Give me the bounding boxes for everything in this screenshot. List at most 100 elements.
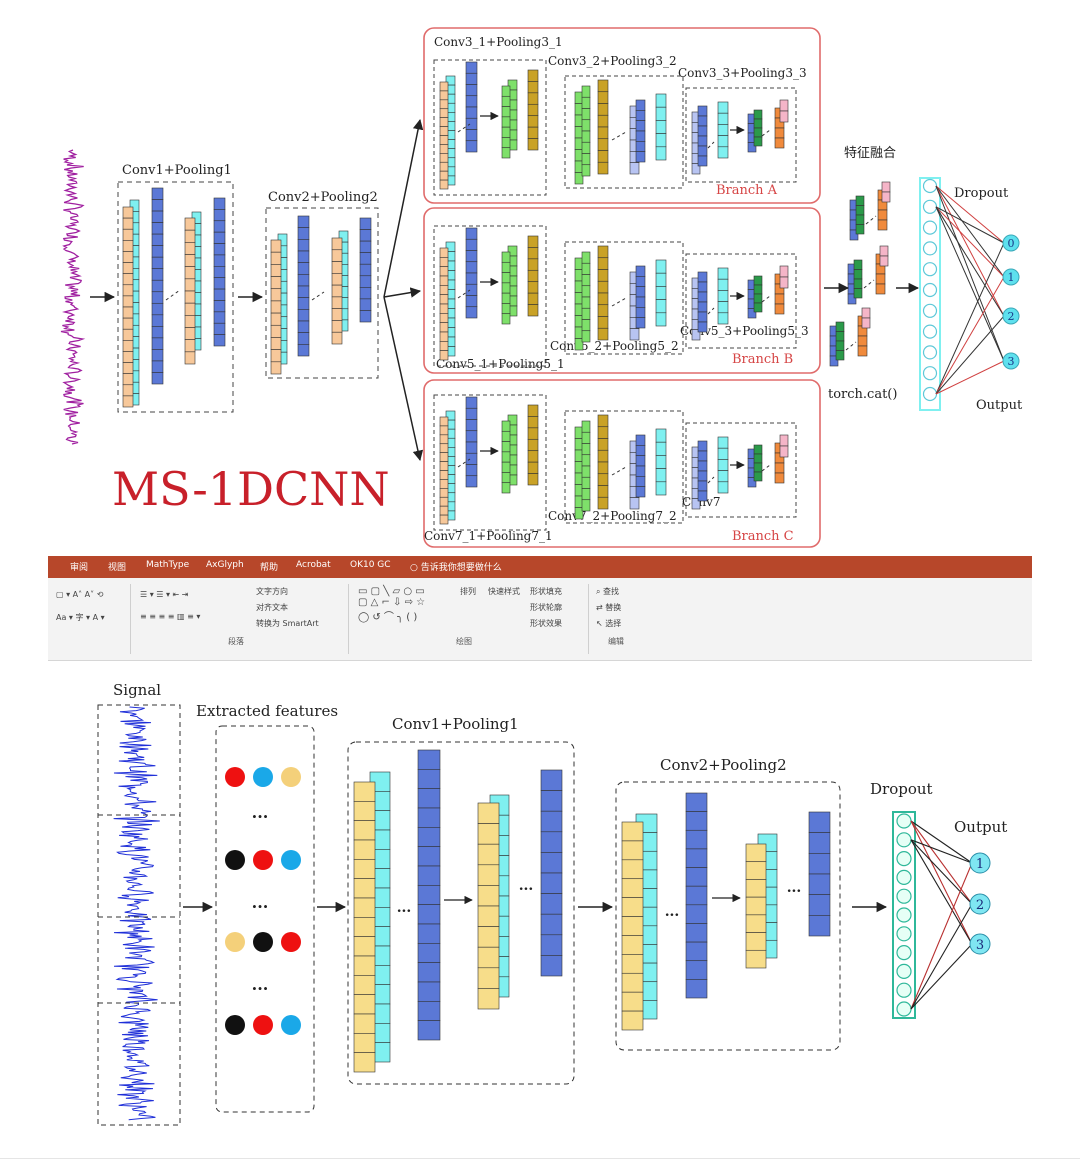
green-stack-cell [581, 119, 591, 132]
lavender-stack [691, 446, 701, 510]
tab-mathtype[interactable]: MathType [146, 560, 190, 570]
blue-stack-cell [697, 145, 708, 157]
orange-stack-cell [439, 303, 449, 314]
gold-stack-cell [527, 235, 539, 248]
green-stack-cell [501, 95, 511, 107]
signal-waveform [98, 706, 180, 1121]
align-text-button[interactable]: 对齐文本 [256, 603, 288, 612]
gold-stack-cell [527, 69, 539, 82]
blue-stack-cell [808, 873, 831, 895]
text-direction-button[interactable]: 文字方向 [256, 587, 288, 596]
cyan-stack-cell [655, 299, 667, 314]
pink-stack-cell [779, 445, 789, 458]
dropout-neuron [922, 178, 938, 194]
blue-stack-cell [697, 271, 708, 283]
tell-me-search[interactable]: ○ 告诉我你想要做什么 [410, 560, 502, 573]
select-button[interactable]: ↖ 选择 [596, 618, 621, 629]
output-neuron [1002, 352, 1020, 370]
align-buttons[interactable]: ≡ ≡ ≡ ≡ ▥ ≡ ▾ [140, 612, 201, 621]
orange-stack-cell [122, 328, 134, 341]
blue-stack-cell [417, 1001, 441, 1021]
blue-stack-cell [635, 465, 646, 477]
orange-dark-stack-cell [774, 293, 785, 305]
blue-stack-cell [685, 904, 708, 924]
blue-stack-cell [747, 308, 757, 319]
orange-stack-cell [439, 81, 449, 92]
ellipsis-connector [865, 215, 877, 225]
bottom-dropout-label: Dropout [870, 780, 933, 798]
blue-stack-cell [297, 227, 310, 240]
orange-stack-cell [122, 262, 134, 274]
font-size-box[interactable]: ▢ ▾ A˄ A˅ ⟲ [56, 590, 104, 599]
gold-stack-cell [527, 461, 539, 474]
orange-dark-stack-cell [774, 462, 785, 474]
shapes-gallery[interactable]: ▭ ▢ ╲ ▱ ○ ▭▢ △ ⌐ ⇩ ⇨ ☆◯ ↺ ⌒ ╮ ( ) [358, 586, 426, 623]
blue-stack-cell [465, 452, 478, 465]
ppt-ribbon: 审阅 视图 MathType AxGlyph 帮助 Acrobat OK10 G… [48, 556, 1032, 661]
output-neuron-label: 0 [1008, 237, 1015, 250]
blue-stack-cell [635, 434, 646, 446]
replace-button[interactable]: ⇄ 替换 [596, 602, 621, 613]
tab-ok10[interactable]: OK10 GC [350, 560, 391, 570]
font-format-row[interactable]: Aa ▾ 字 ▾ A ▾ [56, 613, 105, 622]
tab-help[interactable]: 帮助 [260, 563, 279, 573]
blue-stack-cell [297, 344, 310, 357]
orange-stack-cell [184, 254, 196, 267]
pink-stack [779, 434, 789, 458]
blue-stack-cell [359, 310, 372, 323]
orange-stack-cell [439, 514, 449, 525]
green-stack-cell [581, 307, 591, 320]
orange-stack-cell [439, 266, 449, 277]
yellow-stack-cell [621, 897, 644, 917]
find-button[interactable]: ⌕ 查找 [596, 586, 619, 597]
tab-view[interactable]: 视图 [108, 563, 127, 573]
orange-stack [439, 81, 449, 190]
yellow-stack-cell [621, 878, 644, 898]
green-dark-stack-cell [753, 127, 763, 138]
shape-fill-button[interactable]: 形状填充 [530, 587, 562, 596]
smartart-button[interactable]: 转换为 SmartArt [256, 619, 319, 628]
green-stack-cell [581, 431, 591, 444]
blue-stack-cell [151, 326, 164, 339]
pink-stack-cell [779, 434, 789, 447]
green-dark-stack-cell [855, 214, 865, 225]
blue-stack-cell [297, 215, 310, 228]
gold-stack [597, 79, 609, 175]
orange-stack-cell [122, 251, 134, 263]
green-dark-stack-cell [753, 109, 763, 120]
blue-stack-cell [151, 187, 164, 200]
blue-stack-cell [635, 476, 646, 487]
ellipsis-connector [165, 289, 181, 301]
tab-review[interactable]: 审阅 [70, 563, 89, 573]
gold-stack-cell [597, 304, 609, 317]
arrow-to-branch-a [383, 118, 424, 298]
dropout-neuron [896, 813, 912, 829]
output-neuron-label: 2 [1008, 310, 1015, 323]
cyan-stack-cell [655, 106, 667, 121]
green-dark-stack-cell [835, 340, 845, 351]
shape-effects-button[interactable]: 形状效果 [530, 619, 562, 628]
arrange-button[interactable]: 排列 [460, 587, 476, 596]
blue-stack-cell [697, 480, 708, 492]
blue-stack-cell [697, 440, 708, 452]
blue-stack-cell [540, 769, 563, 791]
branch-b-l1: Conv5_1+Pooling5_1 [436, 357, 565, 371]
cyan-stack [277, 233, 288, 365]
list-buttons[interactable]: ☰ ▾ ☰ ▾ ⇤ ⇥ [140, 590, 189, 599]
fc-connection [935, 185, 1005, 362]
tab-acrobat[interactable]: Acrobat [296, 560, 331, 570]
gold-stack-cell [597, 79, 609, 93]
fc-connection [910, 903, 973, 1010]
blue-stack-cell [417, 749, 441, 770]
blue-stack-cell [297, 309, 310, 322]
blue-stack-cell [297, 297, 310, 310]
feature-dot [225, 932, 245, 952]
quick-styles-button[interactable]: 快速样式 [488, 587, 520, 596]
gold-stack-cell [597, 91, 609, 104]
orange-stack-cell [439, 322, 449, 333]
branch-b-l2: Conv5_2+Pooling5_2 [550, 339, 679, 353]
tab-axglyph[interactable]: AxGlyph [206, 560, 244, 570]
cyan-stack-cell [717, 267, 729, 280]
blue-stack-cell [213, 197, 226, 210]
shape-outline-button[interactable]: 形状轮廓 [530, 603, 562, 612]
